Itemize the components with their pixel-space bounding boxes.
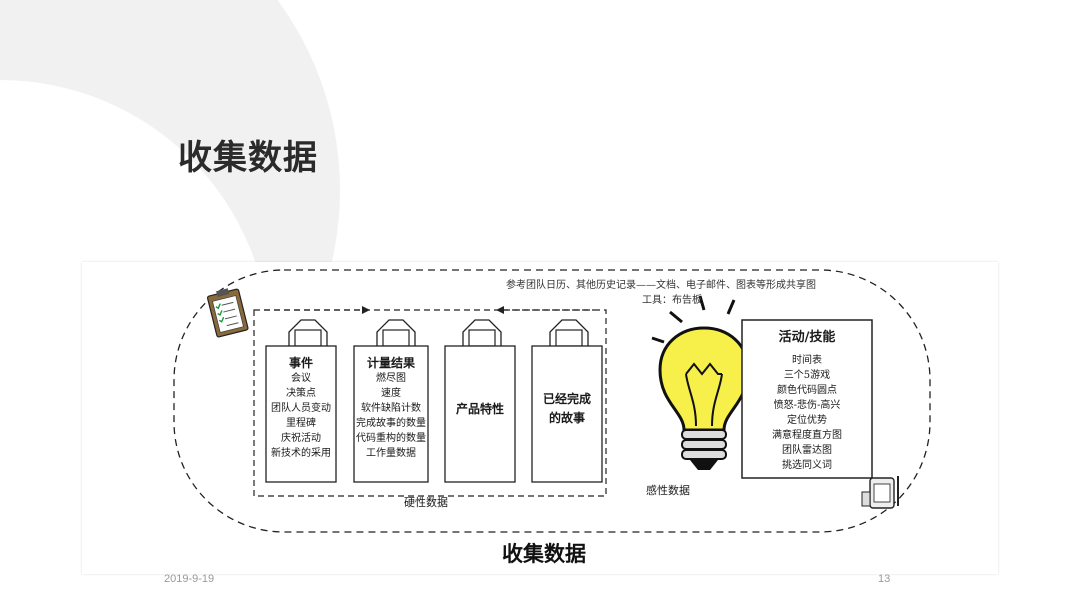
- bag-events-content: 事件 会议 决策点 团队人员变动 里程碑 庆祝活动 新技术的采用: [266, 354, 336, 461]
- note-line-2: 工具：布告板: [642, 295, 702, 306]
- list-item: 庆祝活动: [281, 433, 321, 444]
- list-item: 时间表: [792, 355, 822, 366]
- list-item: 燃尽图: [376, 373, 406, 384]
- list-item: 软件缺陷计数: [361, 403, 421, 414]
- outer-dashed-boundary: [173, 269, 931, 533]
- bag-metrics: [353, 319, 429, 483]
- lightbulb-icon: [651, 295, 759, 470]
- list-item: 挑选同义词: [782, 460, 832, 471]
- list-item: 团队人员变动: [271, 403, 331, 414]
- activity-skills-title: 活动/技能: [778, 330, 836, 345]
- list-item: 新技术的采用: [271, 448, 331, 459]
- list-item: 代码重构的数量: [356, 433, 426, 444]
- list-item: 定位优势: [787, 415, 827, 426]
- activity-skills-content: 活动/技能 时间表 三个5游戏 颜色代码圆点 愤怒-悲伤-高兴 定位优势 满意程…: [742, 326, 872, 473]
- soft-data-label: 感性数据: [646, 484, 690, 497]
- bag-completed-stories-line-2: 的故事: [548, 411, 585, 425]
- list-item: 里程碑: [286, 418, 316, 429]
- bag-metrics-content: 计量结果 燃尽图 速度 软件缺陷计数 完成故事的数量 代码重构的数量 工作量数据: [352, 354, 430, 461]
- diagram-figure: 参考团队日历、其他历史记录——文档、电子邮件、图表等形成共享图 工具：布告板 事…: [82, 262, 998, 574]
- page-title: 收集数据: [178, 138, 318, 178]
- note-line-1: 参考团队日历、其他历史记录——文档、电子邮件、图表等形成共享图: [506, 280, 816, 291]
- bag-features-title: 产品特性: [455, 402, 504, 416]
- page-number: 13: [878, 573, 891, 585]
- list-item: 满意程度直方图: [772, 430, 842, 441]
- bag-features: [444, 319, 516, 483]
- list-item: 工作量数据: [366, 448, 416, 459]
- list-item: 决策点: [286, 388, 316, 399]
- diagram-drawing: [173, 269, 931, 533]
- bag-events: [265, 319, 337, 483]
- bag-metrics-title: 计量结果: [366, 356, 415, 370]
- list-item: 团队雷达图: [782, 445, 832, 456]
- arrow-right: [264, 306, 370, 314]
- footer-date: 2019-9-19: [164, 573, 215, 585]
- tablet-pen-icon: [861, 476, 899, 509]
- bag-completed-stories: [531, 319, 603, 483]
- list-item: 速度: [381, 388, 401, 399]
- list-item: 颜色代码圆点: [777, 385, 837, 396]
- activity-skills-box: [741, 319, 873, 479]
- list-item: 三个5游戏: [783, 370, 831, 381]
- clipboard-checklist-icon: [206, 288, 249, 338]
- bag-completed-stories-line-1: 已经完成: [542, 392, 591, 406]
- bag-events-title: 事件: [288, 356, 313, 370]
- list-item: 愤怒-悲伤-高兴: [773, 400, 841, 411]
- list-item: 会议: [291, 373, 311, 384]
- hard-data-label: 硬性数据: [404, 496, 448, 509]
- arrow-left: [496, 306, 594, 314]
- figure-caption: 收集数据: [502, 542, 586, 566]
- bag-completed-stories-title: 已经完成 的故事: [532, 390, 602, 428]
- hard-data-dashed-box: [253, 309, 607, 497]
- list-item: 完成故事的数量: [356, 418, 426, 429]
